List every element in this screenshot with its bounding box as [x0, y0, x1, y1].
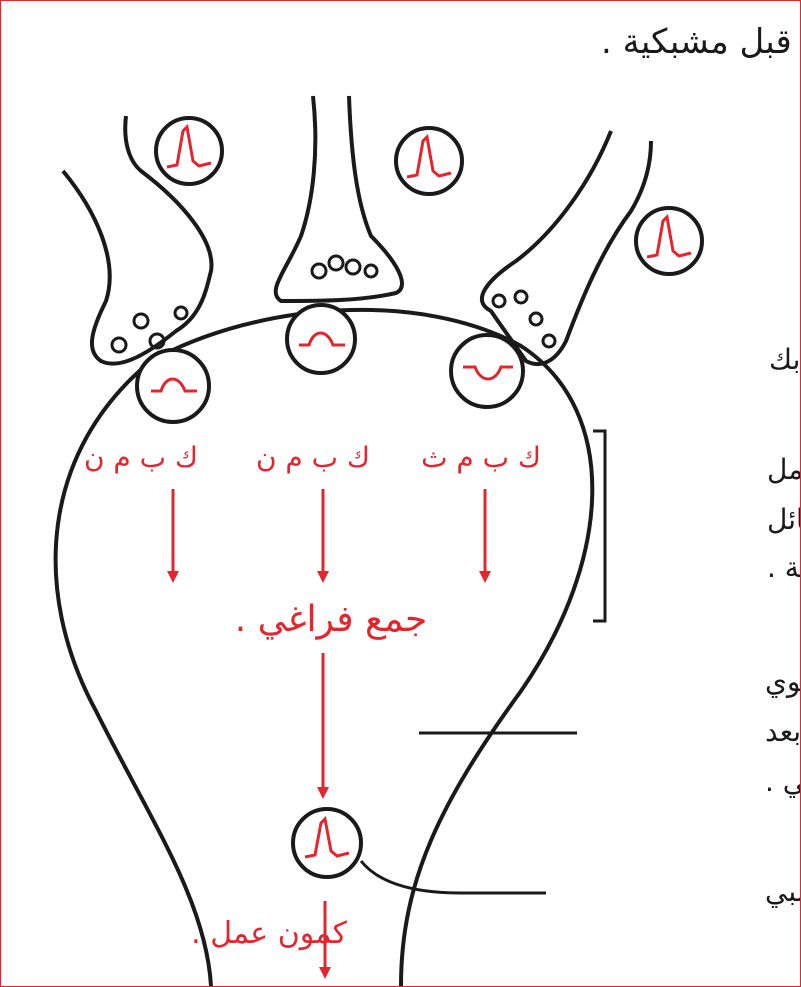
presynaptic-axon-right [482, 131, 651, 364]
action-potential-icon-middle [396, 128, 462, 194]
label-three-synapses: ثلاث مشابك [769, 343, 800, 376]
synaptic-vesicles-middle [312, 256, 377, 278]
pointer-neural-integration [361, 861, 546, 893]
diagram-title: ثلاث معاور أسطوانية قبل مشبكية . [601, 19, 800, 62]
label-cell-body-line3: مشبكي . [765, 765, 800, 798]
axon-hillock-action-potential-icon [293, 809, 361, 877]
postsynaptic-neuron-outline [56, 310, 593, 986]
label-integration-line3: المستقبلة . [767, 551, 800, 584]
action-potential-icon-right [636, 208, 702, 274]
label-integration-line1: تكامل [767, 453, 800, 486]
label-cell-body-line1: جسم خلوي [765, 665, 800, 698]
synapse-middle-epsp [287, 305, 355, 373]
label-integration-line2: الرسائل [767, 503, 800, 536]
integration-bracket [593, 431, 605, 621]
label-spatial-summation: جمع فراغي . [235, 599, 427, 640]
label-psp-right: ك ب م ث [421, 441, 541, 474]
label-action-potential: كمون عمل . [191, 916, 347, 951]
synapse-right-ipsp [451, 335, 523, 407]
synapse-left-epsp [137, 350, 209, 422]
label-neural-integration: تكامل عصبي [765, 875, 800, 908]
label-cell-body-line2: لعصبون بعد [765, 715, 800, 748]
label-psp-middle: ك ب م ن [256, 441, 370, 474]
action-potential-icon-left [156, 118, 222, 184]
label-psp-left: ك ب م ن [84, 441, 198, 474]
